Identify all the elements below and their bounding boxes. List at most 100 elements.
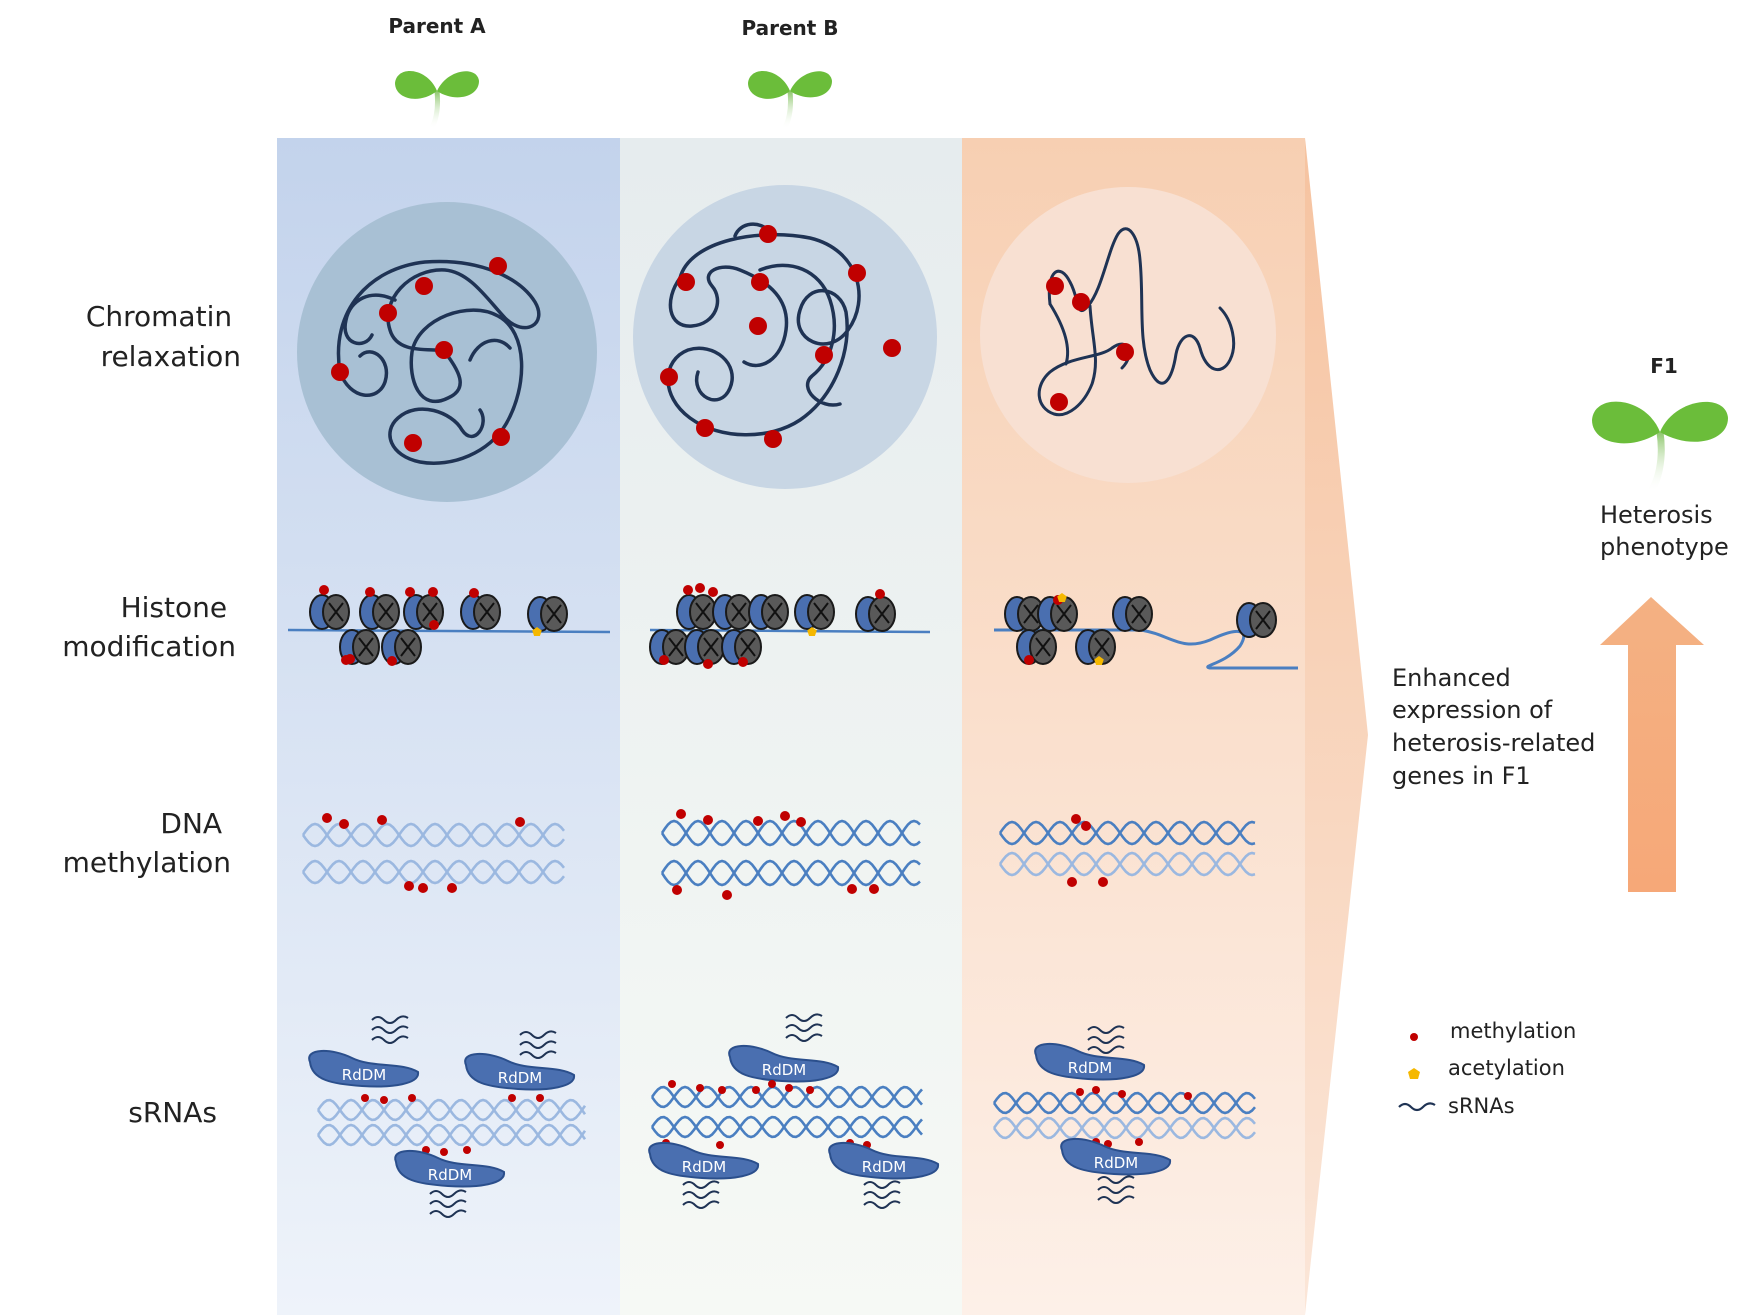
methylation-mark xyxy=(672,885,682,895)
srna-squiggles xyxy=(371,1015,409,1044)
srna-squiggles xyxy=(785,1013,823,1042)
nucleosome xyxy=(649,629,690,665)
methylation-mark xyxy=(508,1094,516,1102)
row-label-histone: Histone modification xyxy=(62,591,236,663)
nucleosome xyxy=(403,594,444,630)
srna-squiggles xyxy=(682,1180,720,1209)
srna-squiggles xyxy=(863,1180,901,1209)
dna-double-helix xyxy=(660,859,921,887)
rddm-complex: RdDM xyxy=(464,1052,575,1091)
dna-double-helix xyxy=(998,851,1256,877)
methylation-mark xyxy=(752,1086,760,1094)
rddm-label: RdDM xyxy=(1094,1154,1138,1172)
dna-strand xyxy=(998,851,1256,877)
methylation-mark xyxy=(847,884,857,894)
nucleosome xyxy=(1112,596,1153,632)
dna-strand xyxy=(992,1116,1256,1140)
methylation-mark xyxy=(380,1096,388,1104)
heterosis-phenotype-text: Heterosis phenotype xyxy=(1600,501,1729,561)
dna-strand xyxy=(660,819,921,847)
chromatin-methylation-mark xyxy=(489,257,507,275)
legend-srnas-label: sRNAs xyxy=(1448,1094,1515,1118)
nucleosome xyxy=(684,629,725,665)
methylation-mark xyxy=(1184,1092,1192,1100)
methylation-mark xyxy=(716,1141,724,1149)
methylation-mark xyxy=(1098,877,1108,887)
nucleosome xyxy=(794,594,835,630)
seedling-f1 xyxy=(1592,401,1728,495)
nucleosome xyxy=(1016,629,1057,665)
dna-strand xyxy=(660,859,921,887)
chromatin-methylation-mark xyxy=(677,273,695,291)
dna-strand xyxy=(998,851,1256,877)
rddm-label: RdDM xyxy=(498,1069,542,1087)
methylation-mark xyxy=(703,815,713,825)
nucleosome xyxy=(1037,596,1078,632)
methylation-mark xyxy=(668,1080,676,1088)
methylation-mark xyxy=(515,817,525,827)
seedling-parent-b xyxy=(748,71,832,131)
dna-double-helix xyxy=(316,1098,587,1122)
dna-double-helix xyxy=(650,1085,923,1109)
chromatin-methylation-mark xyxy=(1072,293,1090,311)
nucleosome xyxy=(748,594,789,630)
methylation-mark xyxy=(341,655,351,665)
chromatin-methylation-mark xyxy=(435,341,453,359)
srna-squiggles xyxy=(1087,1025,1125,1054)
dna-strand xyxy=(650,1115,923,1139)
methylation-mark xyxy=(322,813,332,823)
methylation-mark xyxy=(703,659,713,669)
chromatin-methylation-mark xyxy=(759,225,777,243)
srna-squiggles xyxy=(1097,1175,1135,1204)
dna-strand xyxy=(994,628,1298,670)
dna-double-helix xyxy=(650,1115,923,1139)
chromatin-fiber-parent-a xyxy=(336,259,541,465)
dna-double-helix xyxy=(316,1123,587,1147)
chromatin-methylation-mark xyxy=(660,368,678,386)
dna-strand xyxy=(316,1123,587,1147)
row-label-srna: sRNAs xyxy=(128,1096,217,1129)
chromatin-methylation-mark xyxy=(331,363,349,381)
methylation-mark xyxy=(1092,1086,1100,1094)
rddm-complex: RdDM xyxy=(828,1141,939,1180)
dna-double-helix xyxy=(992,1116,1256,1140)
rddm-complex: RdDM xyxy=(1060,1137,1171,1176)
acetylation-mark xyxy=(532,627,542,636)
nucleosome xyxy=(721,629,762,665)
methylation-mark xyxy=(785,1084,793,1092)
methylation-mark xyxy=(683,585,693,595)
methylation-mark xyxy=(875,589,885,599)
chromatin-methylation-mark xyxy=(751,273,769,291)
methylation-mark xyxy=(361,1094,369,1102)
rddm-label: RdDM xyxy=(428,1166,472,1184)
methylation-mark xyxy=(404,881,414,891)
nucleosome xyxy=(1236,602,1277,638)
methylation-mark xyxy=(696,1084,704,1092)
chromatin-methylation-mark xyxy=(404,434,422,452)
dna-strand xyxy=(650,1085,923,1109)
methylation-mark xyxy=(469,588,479,598)
nucleosome xyxy=(309,594,350,630)
acetylation-mark xyxy=(1094,656,1104,665)
chromatin-methylation-mark xyxy=(749,317,767,335)
nucleosome xyxy=(527,596,568,632)
dna-strand xyxy=(301,859,565,885)
methylation-mark xyxy=(377,815,387,825)
dna-strand xyxy=(660,859,921,887)
chromatin-methylation-mark xyxy=(1046,277,1064,295)
methylation-mark xyxy=(408,1094,416,1102)
dna-strand xyxy=(301,859,565,885)
legend-acetylation-dot xyxy=(1408,1068,1420,1079)
legend-acetylation-label: acetylation xyxy=(1448,1056,1565,1080)
dna-strand xyxy=(660,819,921,847)
methylation-mark xyxy=(806,1086,814,1094)
dna-double-helix xyxy=(998,820,1256,846)
label-parent-b: Parent B xyxy=(741,16,838,40)
rddm-label: RdDM xyxy=(682,1158,726,1176)
methylation-mark xyxy=(869,884,879,894)
methylation-mark xyxy=(738,657,748,667)
methylation-mark xyxy=(447,883,457,893)
dna-strand xyxy=(650,1115,923,1139)
rddm-complex: RdDM xyxy=(648,1141,759,1180)
acetylation-mark xyxy=(807,627,817,636)
